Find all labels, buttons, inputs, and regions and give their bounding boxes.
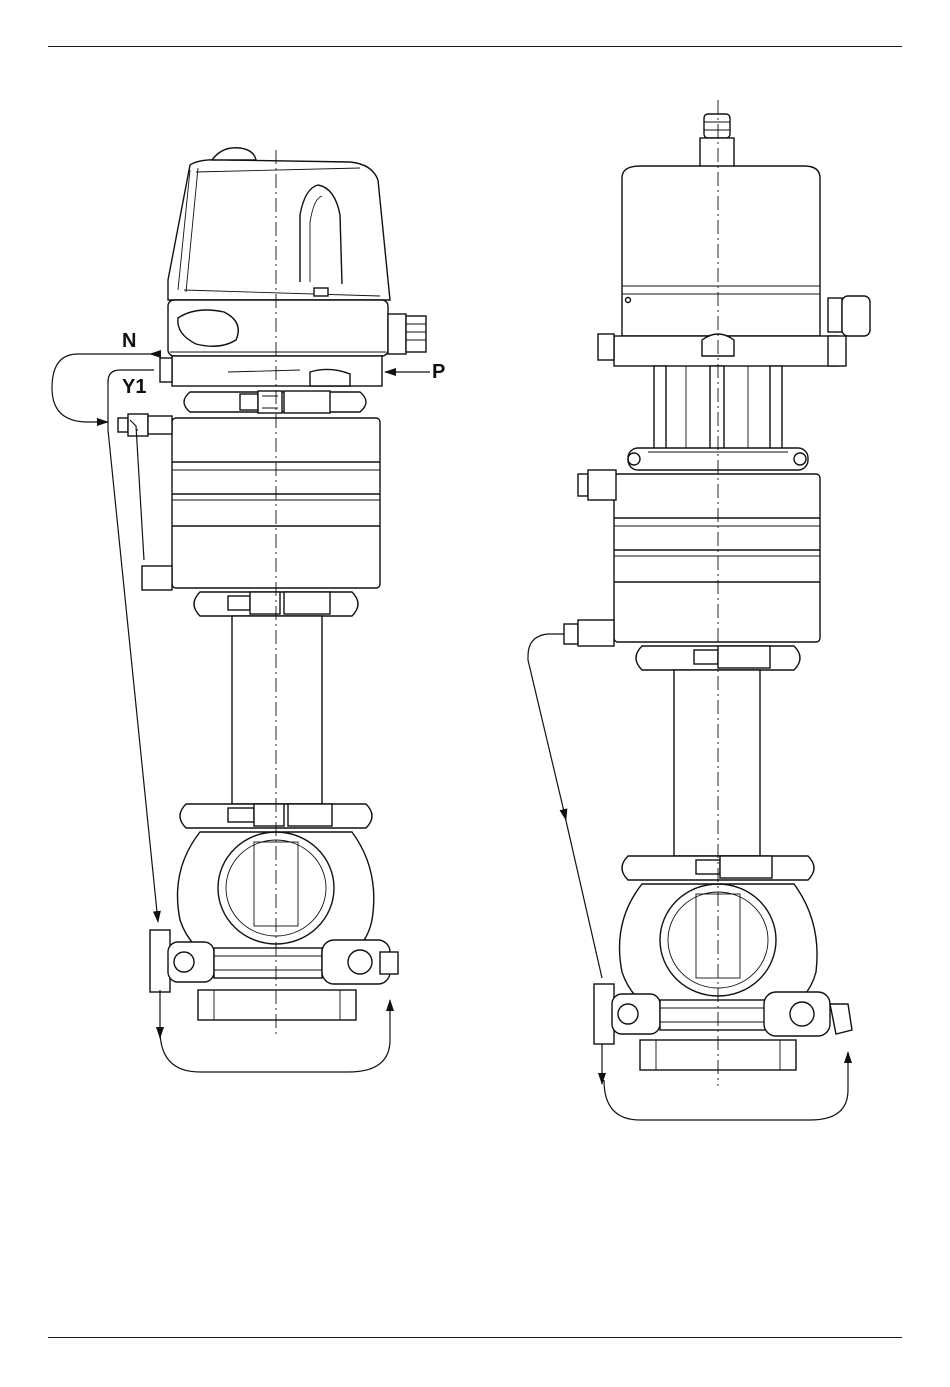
top-nut <box>700 114 734 168</box>
left-valve-assembly <box>118 148 426 1034</box>
right-actuator-body <box>564 470 820 646</box>
right-valve-assembly <box>564 100 870 1086</box>
right-lantern <box>674 670 760 856</box>
right-valve-body <box>594 884 852 1070</box>
upper-collar <box>184 391 366 413</box>
control-head <box>160 148 426 386</box>
cover-cap <box>622 166 820 336</box>
label-y1: Y1 <box>122 376 146 398</box>
label-p: P <box>432 361 445 383</box>
actuator-body <box>118 414 380 590</box>
valve-body <box>150 832 398 1020</box>
label-n: N <box>122 330 136 352</box>
lantern <box>232 616 322 804</box>
